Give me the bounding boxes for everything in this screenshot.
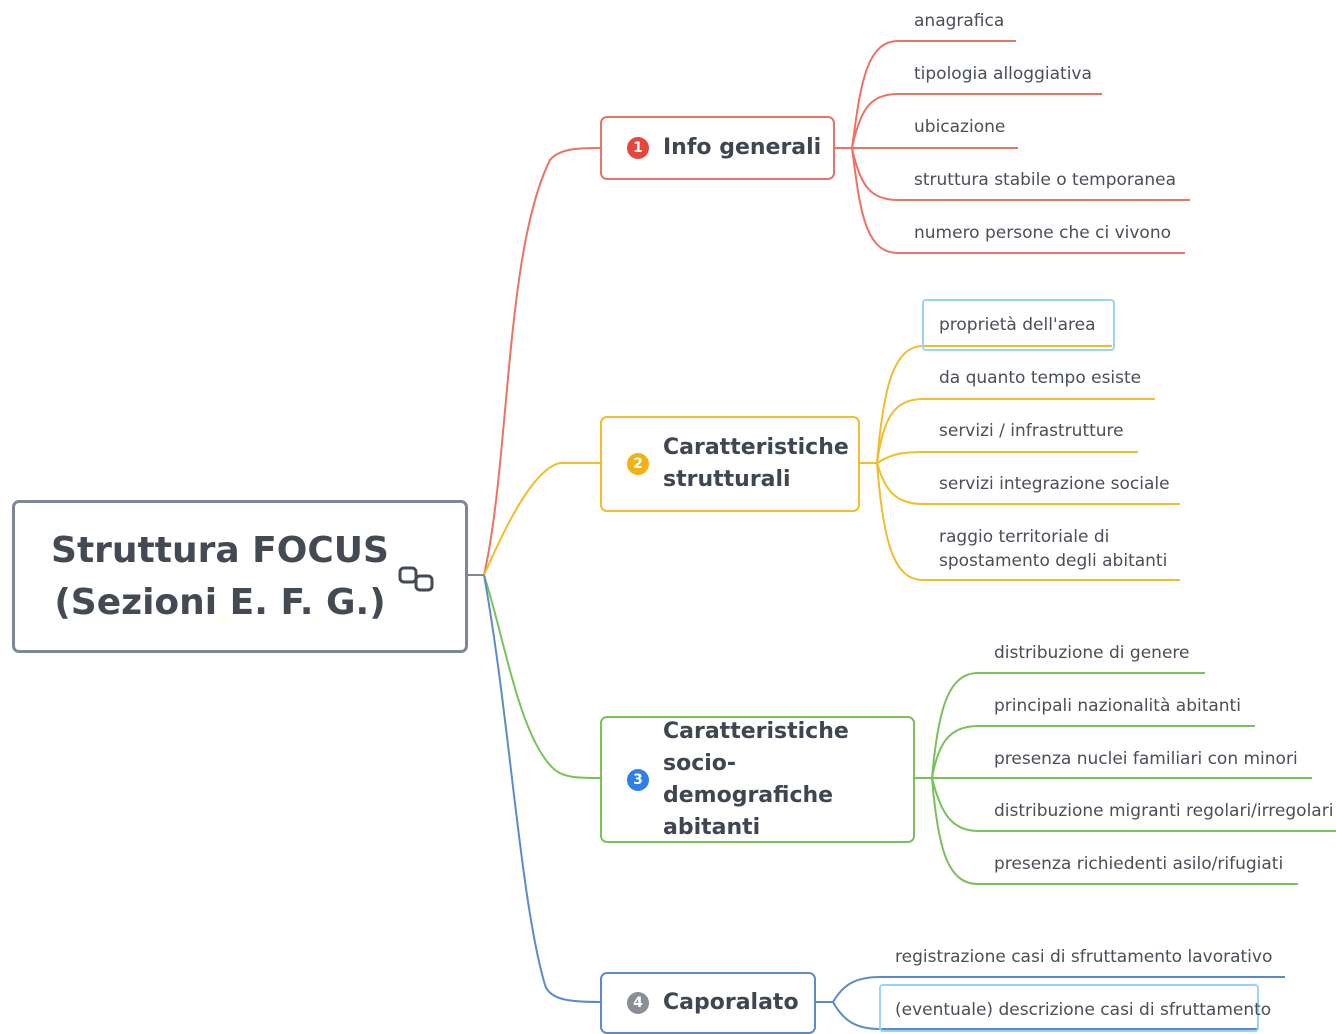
subtopic-descrizione-casi[interactable]: (eventuale) descrizione casi di sfruttam… [895, 1000, 1272, 1020]
subtopic-servizi-integrazione[interactable]: servizi integrazione sociale [939, 474, 1170, 494]
number-badge-3: 3 [627, 768, 649, 791]
subtopic-principali-nazionalita[interactable]: principali nazionalità abitanti [994, 696, 1241, 716]
root-title: Struttura FOCUS (Sezioni E. F. G.) [51, 529, 389, 623]
subtopic-nuclei-familiari[interactable]: presenza nuclei familiari con minori [994, 749, 1298, 769]
connector-root-caporalato [483, 574, 601, 1003]
topic-label: Caratteristiche strutturali [663, 435, 849, 492]
subtopic-numero-persone[interactable]: numero persone che ci vivono [914, 223, 1172, 243]
subtopic-anagrafica[interactable]: anagrafica [914, 11, 1005, 31]
topic-caratteristiche-strutturali[interactable]: 2 Caratteristiche strutturali [600, 416, 860, 512]
subtopic-ubicazione[interactable]: ubicazione [914, 117, 1006, 137]
subtopic-distribuzione-genere[interactable]: distribuzione di genere [994, 643, 1190, 663]
subtopic-migranti-regolari[interactable]: distribuzione migranti regolari/irregola… [994, 801, 1334, 821]
selected-topic-outline [922, 299, 1115, 351]
subtopic-raggio-territoriale[interactable]: raggio territoriale di spostamento degli… [939, 527, 1168, 571]
subtopic-da-quanto-tempo[interactable]: da quanto tempo esiste [939, 368, 1142, 388]
leaf-lines-strutturali [860, 345, 1180, 581]
subtopic-richiedenti-asilo[interactable]: presenza richiedenti asilo/rifugiati [994, 854, 1284, 874]
topic-caporalato[interactable]: 4 Caporalato [600, 972, 816, 1034]
subtopic-proprieta-area[interactable]: proprietà dell'area [939, 315, 1096, 335]
leaf-lines-info-generali [835, 40, 1190, 254]
leaf-lines-socio [915, 672, 1336, 885]
subtopic-tipologia-alloggiativa[interactable]: tipologia alloggiativa [914, 64, 1092, 84]
connector-root-socio [483, 574, 601, 779]
subtopic-struttura-stabile[interactable]: struttura stabile o temporanea [914, 170, 1176, 190]
topic-label: Caratteristiche socio-demografiche abita… [663, 718, 849, 840]
topic-caratteristiche-socio-demografiche[interactable]: 3 Caratteristiche socio-demografiche abi… [600, 716, 915, 843]
connector-root-strutturali [483, 462, 600, 576]
topic-info-generali[interactable]: 1 Info generali [600, 116, 835, 180]
root-topic[interactable]: Struttura FOCUS (Sezioni E. F. G.) [12, 500, 468, 653]
connector-root-info-generali [483, 147, 601, 576]
number-badge-1: 1 [627, 137, 649, 159]
linked-topics-icon[interactable] [397, 565, 441, 595]
number-badge-4: 4 [627, 992, 649, 1014]
topic-label: Caporalato [663, 990, 799, 1015]
topic-label: Info generali [663, 135, 822, 160]
number-badge-2: 2 [627, 453, 649, 475]
subtopic-servizi-infrastrutture[interactable]: servizi / infrastrutture [939, 421, 1124, 441]
subtopic-registrazione-casi[interactable]: registrazione casi di sfruttamento lavor… [895, 947, 1273, 967]
